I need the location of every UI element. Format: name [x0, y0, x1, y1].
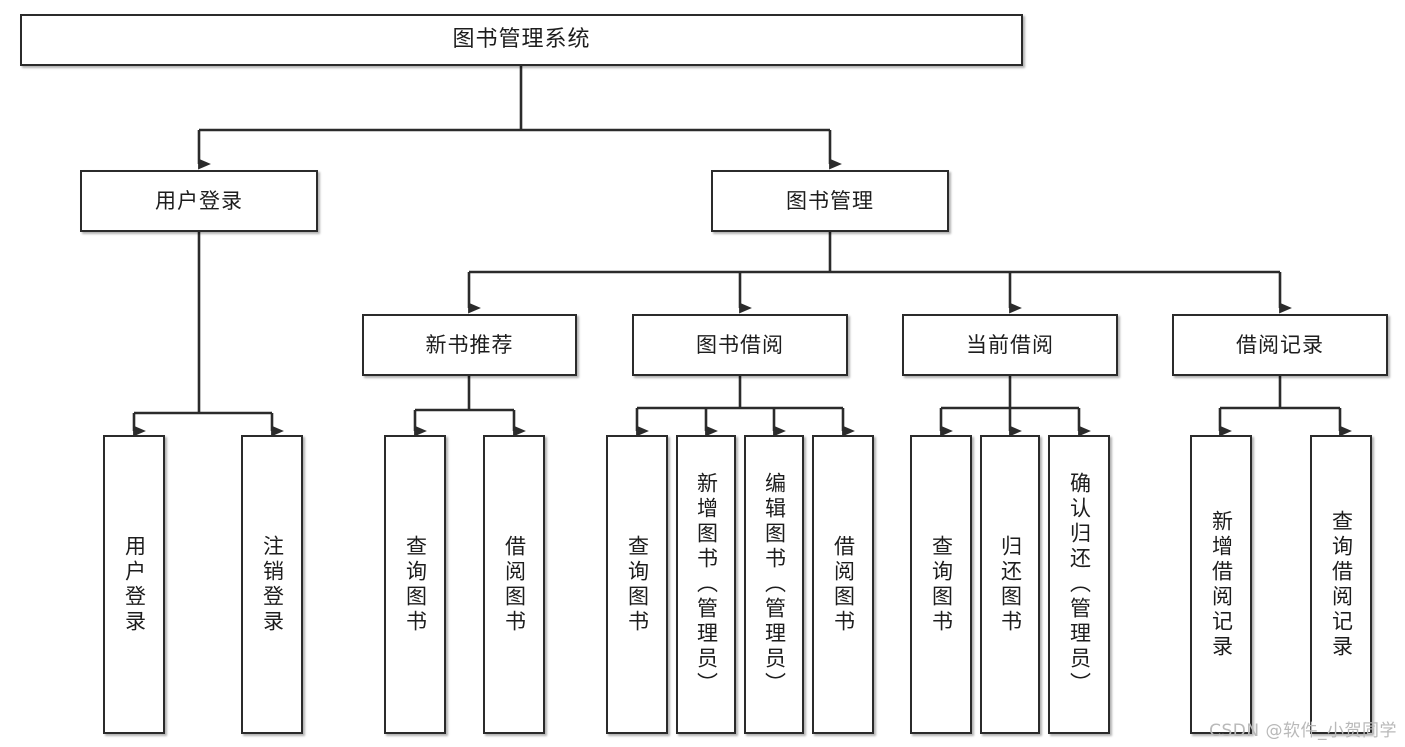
node-leaf-add-record[interactable]: 新增借阅记录 [1190, 435, 1252, 734]
node-user-login[interactable]: 用户登录 [80, 170, 318, 232]
node-borrow-record[interactable]: 借阅记录 [1172, 314, 1388, 376]
node-leaf-query-book-1[interactable]: 查询图书 [384, 435, 446, 734]
node-leaf-user-logout[interactable]: 注销登录 [241, 435, 303, 734]
node-leaf-confirm-return[interactable]: 确认归还（管理员） [1048, 435, 1110, 734]
node-book-borrow[interactable]: 图书借阅 [632, 314, 848, 376]
node-leaf-query-record[interactable]: 查询借阅记录 [1310, 435, 1372, 734]
node-leaf-add-book[interactable]: 新增图书（管理员） [676, 435, 736, 734]
node-leaf-return-book[interactable]: 归还图书 [980, 435, 1040, 734]
node-book-management[interactable]: 图书管理 [711, 170, 949, 232]
node-leaf-borrow-book-1[interactable]: 借阅图书 [483, 435, 545, 734]
node-new-book-recommend[interactable]: 新书推荐 [362, 314, 577, 376]
node-leaf-user-login[interactable]: 用户登录 [103, 435, 165, 734]
node-current-borrow[interactable]: 当前借阅 [902, 314, 1118, 376]
node-leaf-borrow-book-2[interactable]: 借阅图书 [812, 435, 874, 734]
watermark-text: CSDN @软件_小贺同学 [1209, 721, 1397, 741]
node-leaf-query-book-3[interactable]: 查询图书 [910, 435, 972, 734]
node-leaf-edit-book[interactable]: 编辑图书（管理员） [744, 435, 804, 734]
node-root[interactable]: 图书管理系统 [20, 14, 1023, 66]
node-leaf-query-book-2[interactable]: 查询图书 [606, 435, 668, 734]
